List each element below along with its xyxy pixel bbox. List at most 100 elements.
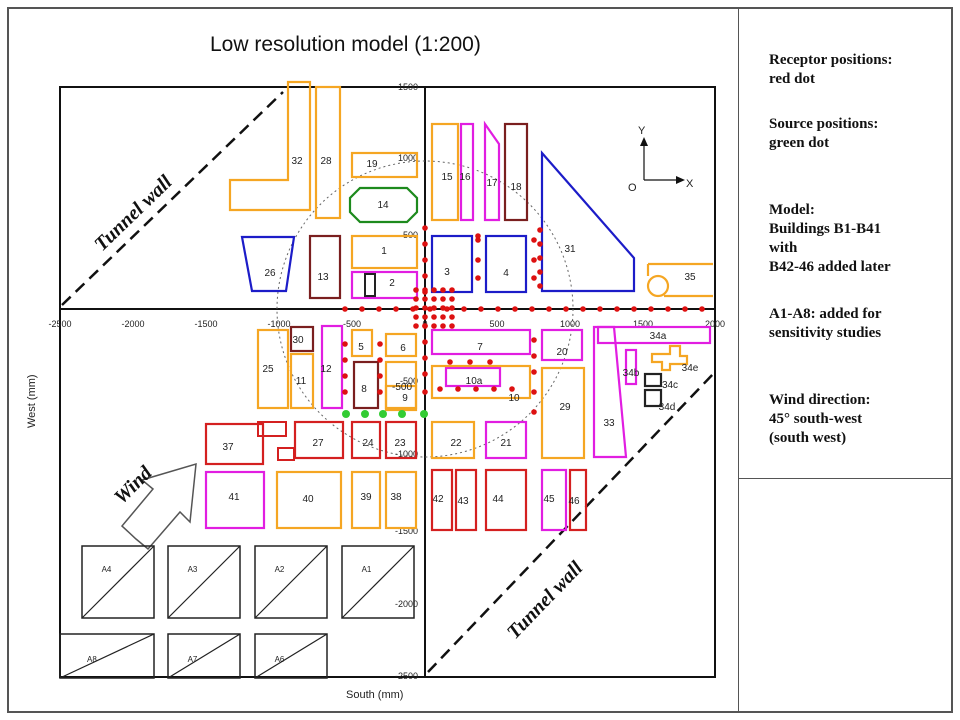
receptor-dot xyxy=(537,255,543,261)
receptor-dot xyxy=(546,306,552,312)
receptor-dot xyxy=(537,269,543,275)
receptor-dot xyxy=(531,237,537,243)
building-label: 24 xyxy=(362,438,374,449)
receptor-dot xyxy=(614,306,620,312)
receptor-dot xyxy=(563,306,569,312)
y-tick: -2500 xyxy=(395,671,418,681)
tunnel-wall-line xyxy=(61,91,284,306)
building-outline xyxy=(540,366,586,460)
receptor-dot xyxy=(431,305,437,311)
building-outline xyxy=(384,332,418,358)
receptor-dot xyxy=(413,305,419,311)
building-outline xyxy=(540,150,636,293)
receptor-dot xyxy=(440,287,446,293)
receptor-info: Receptor positions:red dot xyxy=(769,52,893,87)
x-tick: 1000 xyxy=(560,319,580,329)
building-label: 9 xyxy=(402,393,408,404)
area-box xyxy=(254,545,328,619)
building-outline xyxy=(352,360,380,410)
receptor-dot xyxy=(455,386,461,392)
receptor-dot xyxy=(342,373,348,379)
x-tick: -2000 xyxy=(121,319,144,329)
building-outline xyxy=(484,420,528,460)
source-points xyxy=(342,410,428,418)
building-label: 11 xyxy=(296,376,307,387)
receptor-dot xyxy=(531,409,537,415)
building-label: 15 xyxy=(441,172,453,183)
receptor-dot xyxy=(342,357,348,363)
receptor-dot xyxy=(531,257,537,263)
building-outline xyxy=(348,186,419,224)
building-label: 29 xyxy=(559,402,571,413)
building-outline xyxy=(454,468,478,532)
receptor-dot xyxy=(531,353,537,359)
y-axis-title: West (mm) xyxy=(26,374,38,428)
receptor-dot xyxy=(342,389,348,395)
building-label: 21 xyxy=(500,438,512,449)
building-outline xyxy=(430,364,532,400)
receptor-dot xyxy=(487,359,493,365)
building-outline xyxy=(350,470,382,530)
building-label: 42 xyxy=(432,494,444,505)
receptor-dot xyxy=(475,275,481,281)
building-outline xyxy=(257,421,287,437)
building-outline xyxy=(650,344,689,372)
area-label: A6 xyxy=(275,655,285,664)
area-diagonal xyxy=(341,545,415,619)
compass-x: X xyxy=(686,178,694,190)
building-label: 46 xyxy=(568,496,580,507)
plot-frame xyxy=(59,86,716,678)
building-label: 23 xyxy=(394,438,406,449)
building-outline xyxy=(289,325,315,353)
building-label: 26 xyxy=(264,268,276,279)
receptor-dot xyxy=(447,359,453,365)
turntable-circle xyxy=(276,160,574,458)
building-outline xyxy=(293,420,345,460)
building-label: 28 xyxy=(320,156,332,167)
building-label: 2 xyxy=(389,278,395,289)
building-outline xyxy=(430,234,474,294)
receptor-dot xyxy=(531,275,537,281)
building-outline xyxy=(430,328,532,356)
receptor-dot xyxy=(377,357,383,363)
receptor-dot xyxy=(393,306,399,312)
receptor-dot xyxy=(531,389,537,395)
area-label: A1 xyxy=(362,565,372,574)
model-panel xyxy=(7,7,739,713)
building-outline xyxy=(540,468,568,532)
building-outline xyxy=(384,470,418,530)
building-label: 34b xyxy=(623,368,640,379)
x-tick: -500 xyxy=(343,319,361,329)
building-outline xyxy=(430,468,454,532)
compass-origin: O xyxy=(628,182,637,194)
receptor-dot xyxy=(342,306,348,312)
building-outline xyxy=(364,273,376,297)
building-label: 13 xyxy=(317,272,329,283)
building-outline xyxy=(204,470,266,530)
area-label: A2 xyxy=(275,565,285,574)
building-label: 37 xyxy=(222,442,234,453)
building-outline xyxy=(646,274,670,298)
area-label: A4 xyxy=(102,565,112,574)
building-outline xyxy=(648,262,713,298)
building-label: -500 xyxy=(392,382,412,393)
y-tick: -2000 xyxy=(395,599,418,609)
area-diagonal xyxy=(254,545,328,619)
building-outline xyxy=(484,468,528,532)
receptor-dot xyxy=(440,314,446,320)
building-outline xyxy=(308,234,342,300)
area-label: A3 xyxy=(188,565,198,574)
area-box xyxy=(167,545,241,619)
building-label: 35 xyxy=(684,272,696,283)
building-label: 1 xyxy=(381,246,387,257)
x-tick: 1500 xyxy=(633,319,653,329)
receptor-dot xyxy=(413,314,419,320)
area-box xyxy=(341,545,415,619)
x-axis-title: South (mm) xyxy=(346,689,403,701)
source-dot xyxy=(342,410,350,418)
y-tick: -500 xyxy=(400,376,418,386)
building-label: 38 xyxy=(390,492,402,503)
receptor-dot xyxy=(449,323,455,329)
